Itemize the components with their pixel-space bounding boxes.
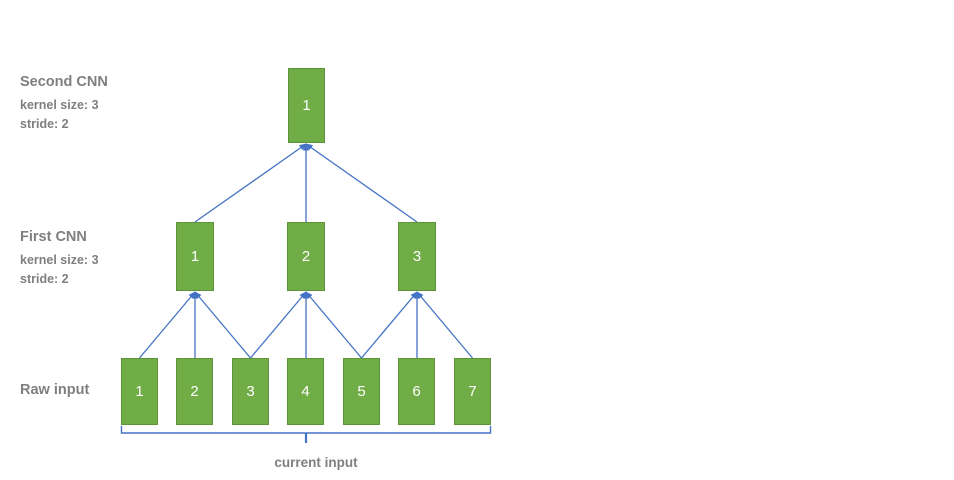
edge-raw3-first1 — [194, 291, 251, 359]
layer-stride-second-cnn: stride: 2 — [20, 117, 69, 132]
edge-raw7-first3 — [416, 291, 473, 359]
layer-stride-first-cnn: stride: 2 — [20, 272, 69, 287]
edges-raw-to-first — [139, 291, 473, 359]
edge-raw5-first2 — [305, 291, 362, 359]
node-label: 4 — [301, 383, 310, 400]
node-label: 1 — [135, 383, 144, 400]
node-label: 1 — [302, 97, 311, 114]
node-raw-input-3[interactable]: 3 — [232, 358, 269, 425]
current-input-bracket — [120, 426, 492, 443]
edge-raw5-first3 — [361, 291, 418, 359]
current-input-caption-text: current input — [274, 455, 358, 470]
node-first-cnn-3[interactable]: 3 — [398, 222, 436, 291]
layer-title-raw-input: Raw input — [20, 382, 90, 398]
node-label: 1 — [190, 248, 200, 265]
edge-first1-second1 — [194, 143, 307, 223]
layer-label-second-cnn: Second CNN kernel size: 3 stride: 2 — [20, 74, 108, 135]
node-first-cnn-1[interactable]: 1 — [176, 222, 214, 291]
node-label: 6 — [412, 383, 421, 400]
node-label: 3 — [412, 248, 422, 265]
edge-raw3-first2 — [250, 291, 307, 359]
node-raw-input-1[interactable]: 1 — [121, 358, 158, 425]
edges-first-to-second — [194, 143, 418, 223]
node-label: 3 — [246, 383, 255, 400]
edge-first3-second1 — [305, 143, 418, 223]
layer-kernel-second-cnn: kernel size: 3 — [20, 98, 99, 112]
layer-label-raw-input: Raw input — [20, 382, 89, 398]
current-input-caption: current input — [216, 455, 416, 470]
node-second-cnn-1[interactable]: 1 — [288, 68, 325, 143]
layer-title-first-cnn: First CNN — [20, 229, 87, 245]
layer-kernel-first-cnn: kernel size: 3 — [20, 253, 99, 267]
node-label: 7 — [468, 383, 477, 400]
node-raw-input-5[interactable]: 5 — [343, 358, 380, 425]
layer-title-second-cnn: Second CNN — [20, 74, 108, 90]
node-label: 2 — [190, 383, 199, 400]
node-raw-input-4[interactable]: 4 — [287, 358, 324, 425]
edge-raw1-first1 — [139, 291, 196, 359]
node-raw-input-7[interactable]: 7 — [454, 358, 491, 425]
layer-label-first-cnn: First CNN kernel size: 3 stride: 2 — [20, 229, 99, 290]
node-raw-input-2[interactable]: 2 — [176, 358, 213, 425]
node-first-cnn-2[interactable]: 2 — [287, 222, 325, 291]
node-label: 2 — [301, 248, 311, 265]
node-label: 5 — [357, 383, 366, 400]
node-raw-input-6[interactable]: 6 — [398, 358, 435, 425]
